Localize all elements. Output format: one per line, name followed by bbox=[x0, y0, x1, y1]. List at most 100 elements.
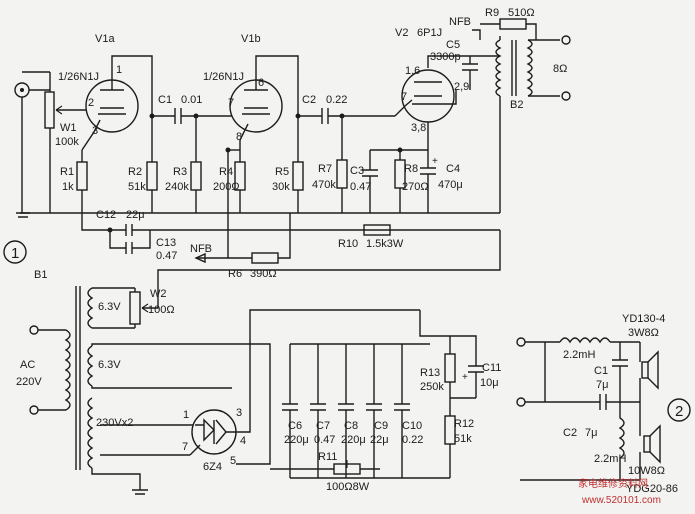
speaker-impedance: 8Ω bbox=[553, 63, 567, 75]
v1a-pin1: 1 bbox=[116, 64, 122, 76]
6z4-pin5: 5 bbox=[230, 455, 236, 467]
tube-v2: 1,6 7 2,9 3,8 V2 6P1J bbox=[394, 27, 470, 150]
w2-value: 100Ω bbox=[148, 304, 175, 316]
r4-name: R4 bbox=[219, 166, 233, 178]
c7-value: 0.47 bbox=[314, 434, 335, 446]
resistor-r10: R10 1.5k3W bbox=[338, 224, 404, 250]
r13-value: 250k bbox=[420, 381, 444, 393]
xo-c2-value: 7μ bbox=[585, 427, 597, 439]
c5-value: 3300p bbox=[430, 51, 461, 63]
watermark-url: www.520101.com bbox=[581, 495, 661, 506]
capacitor-c4: + C4 470μ bbox=[420, 150, 463, 213]
r5-value: 30k bbox=[272, 181, 290, 193]
l2-value: 2.2mH bbox=[594, 453, 626, 465]
tweeter-rating: 3W8Ω bbox=[628, 327, 659, 339]
resistor-r6: R6 390Ω bbox=[228, 213, 291, 280]
c3-value: 0.47 bbox=[350, 181, 371, 193]
v1a-pin2: 2 bbox=[88, 97, 94, 109]
c2-value: 0.22 bbox=[326, 94, 347, 106]
c4-value: 470μ bbox=[438, 179, 463, 191]
r8-value: 270Ω bbox=[402, 181, 429, 193]
ground-symbol-ps bbox=[132, 489, 148, 495]
r12-value: 51k bbox=[454, 433, 472, 445]
resistor-r9: R9 510Ω bbox=[480, 7, 537, 40]
r10-name: R10 bbox=[338, 238, 358, 250]
nfb-bottom-label: NFB bbox=[190, 243, 212, 255]
c11-plus-icon: + bbox=[462, 372, 468, 383]
rectifier-6z4: 1 3 7 4 5 6Z4 bbox=[182, 309, 420, 473]
r3-name: R3 bbox=[173, 166, 187, 178]
capacitor-c3: C3 0.47 bbox=[350, 150, 378, 213]
resistor-r3: R3 240k bbox=[165, 113, 202, 213]
r7-name: R7 bbox=[318, 163, 332, 175]
capacitor-c12: C12 22μ bbox=[96, 209, 160, 236]
v2-pin-cathode: 3,8 bbox=[411, 122, 426, 134]
c9-name: C9 bbox=[374, 420, 388, 432]
v1b-pin8: 8 bbox=[236, 131, 242, 143]
c10-value: 0.22 bbox=[402, 434, 423, 446]
c11-name: C11 bbox=[482, 362, 501, 374]
circuit2-marker-label: 2 bbox=[675, 403, 683, 420]
w1-name: W1 bbox=[60, 122, 77, 134]
v1a-type: 1/26N1J bbox=[58, 71, 99, 83]
capacitor-c11: + C11 10μ bbox=[450, 335, 501, 398]
resistor-r4: R4 200Ω bbox=[213, 140, 246, 213]
v1a-name: V1a bbox=[95, 33, 115, 45]
c11-value: 10μ bbox=[480, 377, 499, 389]
transformer-b2: B2 bbox=[495, 36, 560, 213]
resistor-r1: R1 1k bbox=[60, 150, 88, 213]
v1b-type: 1/26N1J bbox=[203, 71, 244, 83]
v2-pin-screen: 2,9 bbox=[454, 81, 469, 93]
c13-value: 0.47 bbox=[156, 250, 177, 262]
nfb-top-label: NFB bbox=[449, 16, 471, 28]
c8-name: C8 bbox=[344, 420, 358, 432]
c9-value: 22μ bbox=[370, 434, 389, 446]
circuit1-marker-label: 1 bbox=[11, 245, 19, 262]
resistor-r7: R7 470k bbox=[312, 113, 348, 213]
c4-plus-icon: + bbox=[432, 156, 438, 167]
r12-name: R12 bbox=[454, 418, 474, 430]
resistor-r8: R8 270Ω bbox=[394, 147, 429, 213]
tweeter-model: YD130-4 bbox=[622, 313, 665, 325]
input-jack bbox=[14, 82, 50, 213]
resistor-r13: R13 250k bbox=[420, 336, 456, 398]
v2-type: 6P1J bbox=[417, 27, 442, 39]
c7-name: C7 bbox=[316, 420, 330, 432]
resistor-r11: R11 100Ω8W bbox=[270, 451, 380, 493]
capacitor-c10: C10 0.22 bbox=[394, 344, 423, 478]
r9-name: R9 bbox=[485, 7, 499, 19]
r10-value: 1.5k3W bbox=[366, 238, 404, 250]
c6-name: C6 bbox=[288, 420, 302, 432]
ground-symbol bbox=[16, 212, 30, 218]
xo-c1-name: C1 bbox=[594, 365, 608, 377]
v1b-pin7: 7 bbox=[228, 97, 234, 109]
v2-name: V2 bbox=[395, 27, 408, 39]
c12-name: C12 bbox=[96, 209, 116, 221]
tube-v1a: 1 2 3 V1a 1/26N1J bbox=[58, 33, 139, 151]
capacitor-crossover-c1: C1 7μ bbox=[594, 342, 628, 402]
watermark-title: 家电维修资料网 bbox=[578, 477, 648, 490]
c10-name: C10 bbox=[402, 420, 422, 432]
c1-value: 0.01 bbox=[181, 94, 202, 106]
hum-pot-w2: W2 100Ω bbox=[92, 230, 501, 329]
l1-value: 2.2mH bbox=[563, 349, 595, 361]
tweeter-speaker-icon bbox=[639, 342, 659, 402]
crossover-circuit: 2.2mH C1 7μ YD130-4 3W8Ω C2 7μ 2.2mH 10W… bbox=[516, 313, 691, 495]
woofer-speaker-icon bbox=[520, 402, 661, 481]
c12-value: 22μ bbox=[126, 209, 145, 221]
tube-v1b: 6 7 8 V1b 1/26N1J bbox=[203, 33, 283, 143]
capacitor-c5: C5 3300p bbox=[430, 39, 500, 90]
xo-c2-name: C2 bbox=[563, 427, 577, 439]
winding2-voltage: 6.3V bbox=[98, 359, 121, 371]
volume-pot-w1: W1 100k bbox=[22, 71, 86, 213]
woofer-rating: 10W8Ω bbox=[628, 465, 665, 477]
r3-value: 240k bbox=[165, 181, 189, 193]
6z4-pin1: 1 bbox=[183, 409, 189, 421]
inductor-l2: 2.2mH bbox=[594, 402, 626, 480]
r2-name: R2 bbox=[128, 166, 142, 178]
r1-name: R1 bbox=[60, 166, 74, 178]
v1b-name: V1b bbox=[241, 33, 261, 45]
c6-value: 220μ bbox=[284, 434, 309, 446]
